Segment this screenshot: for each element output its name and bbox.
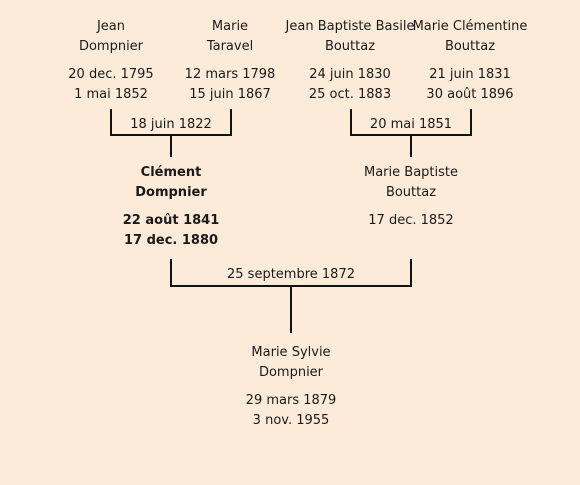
person-jean-baptiste-basile-bouttaz[interactable]: Jean Baptiste Basile Bouttaz 24 juin 183… xyxy=(280,17,420,105)
person-marie-baptiste-bouttaz[interactable]: Marie Baptiste Bouttaz 17 dec. 1852 xyxy=(341,163,481,231)
death-date: 1 mai 1852 xyxy=(74,87,148,102)
person-jean-dompnier[interactable]: Jean Dompnier 20 dec. 1795 1 mai 1852 xyxy=(41,17,181,105)
person-first-name: Marie Sylvie xyxy=(251,345,331,360)
death-date: 3 nov. 1955 xyxy=(252,413,330,428)
birth-date: 17 dec. 1852 xyxy=(368,213,454,228)
birth-date: 21 juin 1831 xyxy=(429,67,511,82)
death-date: 17 dec. 1880 xyxy=(123,233,219,248)
marriage-date-3: 25 septembre 1872 xyxy=(227,267,355,282)
birth-date: 20 dec. 1795 xyxy=(68,67,154,82)
person-marie-taravel[interactable]: Marie Taravel 12 mars 1798 15 juin 1867 xyxy=(160,17,300,105)
person-first-name: Jean xyxy=(96,19,126,34)
birth-date: 24 juin 1830 xyxy=(309,67,391,82)
person-last-name: Dompnier xyxy=(135,185,207,200)
person-marie-sylvie-dompnier[interactable]: Marie Sylvie Dompnier 29 mars 1879 3 nov… xyxy=(221,343,361,431)
person-first-name: Jean Baptiste Basile xyxy=(285,19,415,34)
death-date: 30 août 1896 xyxy=(426,87,514,102)
person-first-name: Clément xyxy=(140,165,202,180)
person-first-name: Marie Clémentine xyxy=(412,19,528,34)
birth-date: 29 mars 1879 xyxy=(245,393,337,408)
person-last-name: Bouttaz xyxy=(444,39,496,54)
person-last-name: Taravel xyxy=(206,39,254,54)
person-last-name: Dompnier xyxy=(78,39,144,54)
marriage-date-2: 20 mai 1851 xyxy=(369,117,453,132)
person-first-name: Marie xyxy=(211,19,249,34)
person-clement-dompnier[interactable]: Clément Dompnier 22 août 1841 17 dec. 18… xyxy=(101,163,241,251)
person-last-name: Bouttaz xyxy=(324,39,376,54)
marriage-date-1: 18 juin 1822 xyxy=(130,117,212,132)
birth-date: 22 août 1841 xyxy=(122,213,220,228)
person-last-name: Bouttaz xyxy=(385,185,437,200)
person-first-name: Marie Baptiste xyxy=(364,165,458,180)
death-date: 25 oct. 1883 xyxy=(308,87,392,102)
person-last-name: Dompnier xyxy=(258,365,324,380)
birth-date: 12 mars 1798 xyxy=(184,67,276,82)
person-marie-clementine-bouttaz[interactable]: Marie Clémentine Bouttaz 21 juin 1831 30… xyxy=(400,17,540,105)
death-date: 15 juin 1867 xyxy=(189,87,271,102)
